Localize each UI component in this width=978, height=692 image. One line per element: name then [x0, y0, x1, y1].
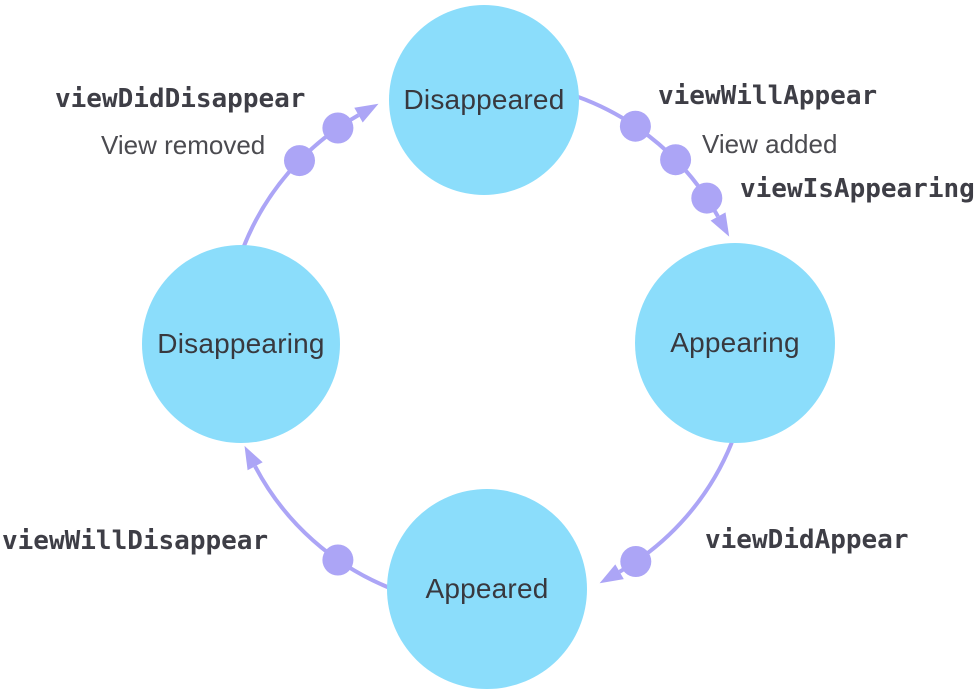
- node-appeared: Appeared: [387, 489, 587, 689]
- arrowhead-icon: [354, 103, 379, 123]
- label-viewWillDisappear: viewWillDisappear: [2, 526, 269, 556]
- label-view-added: View added: [702, 129, 838, 159]
- arc-will-disappear: [253, 465, 395, 592]
- label-viewDidAppear: viewDidAppear: [705, 525, 909, 555]
- lifecycle-step-dot: [620, 546, 652, 577]
- node-appeared-label: Appeared: [425, 573, 549, 604]
- lifecycle-step-dot: [691, 182, 723, 214]
- arrowhead-icon: [244, 445, 263, 471]
- node-disappeared-label: Disappeared: [403, 84, 565, 115]
- node-appearing-label: Appearing: [670, 327, 800, 358]
- lifecycle-step-dot: [619, 110, 651, 142]
- arrowhead-icon: [599, 564, 624, 584]
- node-disappearing-label: Disappearing: [157, 328, 325, 359]
- lifecycle-step-dot: [322, 112, 354, 144]
- lifecycle-step-dot: [322, 544, 354, 576]
- label-viewDidDisappear: viewDidDisappear: [55, 84, 306, 114]
- label-viewWillAppear: viewWillAppear: [658, 81, 878, 111]
- lifecycle-step-dot: [284, 145, 315, 177]
- node-disappeared: Disappeared: [389, 5, 579, 195]
- label-viewIsAppearing: viewIsAppearing: [740, 174, 975, 204]
- label-view-removed: View removed: [101, 130, 266, 160]
- arrowhead-icon: [710, 212, 730, 237]
- lifecycle-step-dot: [660, 144, 692, 176]
- node-appearing: Appearing: [635, 243, 835, 443]
- node-disappearing: Disappearing: [142, 245, 340, 443]
